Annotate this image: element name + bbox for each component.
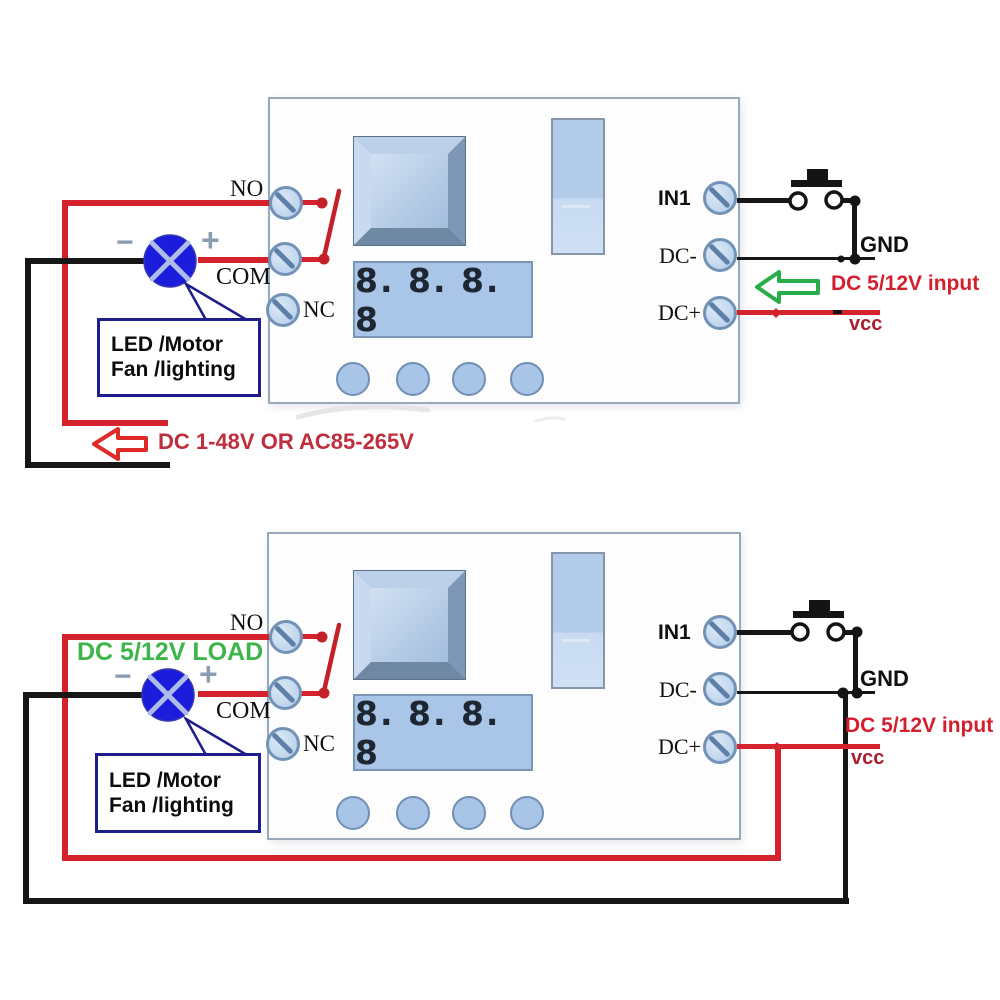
pcb-board xyxy=(267,532,741,840)
load-label-line1: LED /Motor xyxy=(111,333,223,356)
load-label-line2: Fan /lighting xyxy=(111,358,236,381)
wire-dc-minus xyxy=(737,691,875,694)
vcc-label: vcc xyxy=(849,313,883,335)
wire-led-negative xyxy=(23,692,143,698)
wire-left-vertical-red xyxy=(62,200,68,426)
wire-supply-stub-black xyxy=(25,462,170,468)
terminal-label-com: COM xyxy=(216,698,271,724)
wire-left-vertical-red xyxy=(62,634,68,861)
wire-left-vertical-black xyxy=(25,258,31,468)
wire-no-horizontal xyxy=(62,634,279,640)
terminal-label-no: NO xyxy=(230,176,264,201)
capacitor-icon xyxy=(551,552,605,689)
terminal-screw-no xyxy=(269,186,303,220)
terminal-screw-nc xyxy=(266,727,300,761)
terminal-screw-in1 xyxy=(703,615,737,649)
push-button-icon xyxy=(788,169,844,211)
dc-input-label: DC 5/12V input xyxy=(845,714,994,737)
wire-no-contact-stub xyxy=(296,634,322,639)
terminal-screw-no xyxy=(269,620,303,654)
led-lamp-icon xyxy=(141,668,195,722)
terminal-label-dc-plus: DC+ xyxy=(658,734,701,759)
wire-com-to-led xyxy=(198,691,280,697)
terminal-label-in1: IN1 xyxy=(658,621,691,644)
relay-bevel xyxy=(354,571,465,679)
wire-dc-minus xyxy=(737,257,875,260)
terminal-screw-com xyxy=(268,676,302,710)
seven-segment-display: 8. 8. 8. 8 xyxy=(353,694,533,772)
led-polarity-minus: − xyxy=(116,226,134,259)
wire-button-to-corner xyxy=(841,198,855,203)
terminal-screw-dc-minus xyxy=(703,672,737,706)
supply-voltage-label: DC 1-48V OR AC85-265V xyxy=(158,429,414,454)
seven-segment-display: 8. 8. 8. 8 xyxy=(353,261,533,339)
wire-com-contact-stub xyxy=(295,257,323,262)
terminal-label-dc-plus: DC+ xyxy=(658,300,701,325)
load-label-line1: LED /Motor xyxy=(109,768,221,792)
wire-no-horizontal xyxy=(62,200,279,206)
relay-bevel xyxy=(354,137,465,245)
vcc-label: vcc xyxy=(851,747,885,769)
terminal-label-nc: NC xyxy=(303,731,335,756)
terminal-label-dc-minus: DC- xyxy=(659,243,697,268)
wire-button-down xyxy=(853,630,858,694)
wire-dc-plus-vcc xyxy=(737,310,880,315)
terminal-label-nc: NC xyxy=(303,297,335,322)
load-callout-box: LED /Motor Fan /lighting xyxy=(95,753,261,833)
green-arrow-icon xyxy=(755,270,820,304)
gnd-label: GND xyxy=(860,232,909,257)
load-voltage-label: DC 5/12V LOAD xyxy=(77,638,264,666)
pcb-button-icon xyxy=(336,362,370,396)
wire-in1-to-button xyxy=(737,198,791,203)
dc-input-label: DC 5/12V input xyxy=(831,272,980,295)
pcb-button-icon xyxy=(452,362,486,396)
terminal-screw-com xyxy=(268,242,302,276)
pcb-button-icon xyxy=(396,362,430,396)
gnd-label: GND xyxy=(860,666,909,691)
pcb-button-icon xyxy=(510,796,544,830)
wire-in1-to-button xyxy=(737,630,792,635)
terminal-label-dc-minus: DC- xyxy=(659,677,697,702)
terminal-label-com: COM xyxy=(216,264,271,290)
terminal-screw-dc-minus xyxy=(703,238,737,272)
load-callout-box: LED /Motor Fan /lighting xyxy=(97,318,261,397)
wire-com-contact-stub xyxy=(295,691,323,696)
wire-dc-plus-vcc xyxy=(737,744,880,749)
capacitor-icon xyxy=(551,118,605,255)
wire-supply-stub-red xyxy=(62,420,168,426)
led-lamp-icon xyxy=(143,234,197,288)
push-button-icon xyxy=(790,600,846,642)
terminal-label-in1: IN1 xyxy=(658,187,691,210)
led-polarity-plus: + xyxy=(201,222,220,258)
load-label-line2: Fan /lighting xyxy=(109,793,234,817)
pcb-button-icon xyxy=(396,796,430,830)
relay-icon xyxy=(353,136,466,246)
pcb-button-icon xyxy=(452,796,486,830)
terminal-screw-dc-plus xyxy=(703,730,737,764)
led-polarity-plus: + xyxy=(199,656,218,692)
pcb-button-icon xyxy=(336,796,370,830)
terminal-screw-dc-plus xyxy=(703,296,737,330)
relay-icon xyxy=(353,570,466,680)
led-polarity-minus: − xyxy=(114,660,132,693)
wire-button-down xyxy=(852,198,857,261)
wire-no-contact-stub xyxy=(296,200,322,205)
wire-com-to-led xyxy=(198,257,280,263)
terminal-screw-in1 xyxy=(703,181,737,215)
pcb-board xyxy=(268,97,740,404)
red-arrow-icon xyxy=(92,427,148,461)
wire-led-negative xyxy=(25,258,145,264)
wire-bottom-black xyxy=(23,898,849,904)
wire-right-vertical-black xyxy=(843,692,848,902)
terminal-label-no: NO xyxy=(230,610,264,635)
pcb-button-icon xyxy=(510,362,544,396)
terminal-screw-nc xyxy=(266,293,300,327)
wire-right-vertical-red xyxy=(775,749,781,859)
wire-left-vertical-black xyxy=(23,692,29,904)
watermark-swoosh xyxy=(295,404,566,423)
wire-bottom-red xyxy=(62,855,781,861)
wire-button-to-corner xyxy=(841,630,857,635)
